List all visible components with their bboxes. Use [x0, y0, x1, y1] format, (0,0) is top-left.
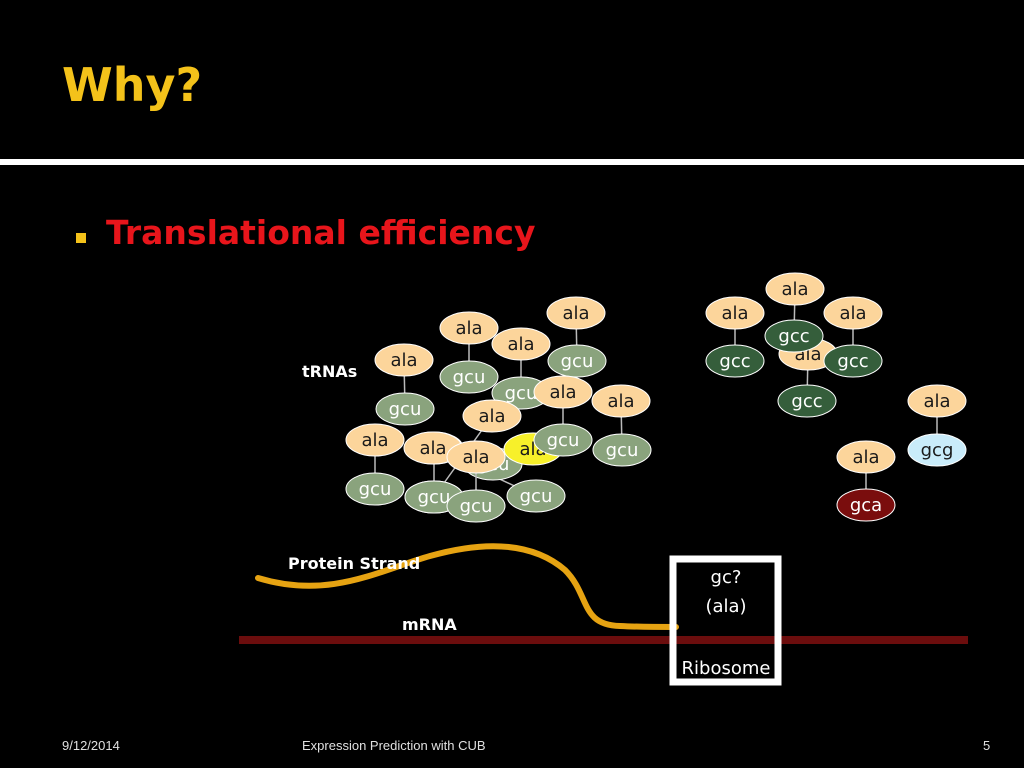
amino-acid-ellipse: [374, 343, 434, 377]
anticodon-label: gcu: [606, 440, 639, 461]
footer-title: Expression Prediction with CUB: [302, 738, 486, 753]
anticodon-ellipse: [592, 433, 652, 467]
anticodon-label: gcg: [921, 440, 954, 461]
amino-acid-ellipse: [446, 440, 506, 474]
amino-acid-ellipse: [765, 272, 825, 306]
amino-acid-ellipse: [533, 375, 593, 409]
anticodon-ellipse: [705, 344, 765, 378]
ribosome-codon: gc?: [711, 567, 742, 588]
amino-acid-label: ala: [478, 406, 505, 427]
anticodon-ellipse: [506, 479, 566, 513]
trna-molecule: gcu ala: [446, 440, 506, 523]
trnas-label: tRNAs: [302, 362, 358, 381]
amino-acid-ellipse: [823, 296, 883, 330]
amino-acid-label: ala: [839, 303, 866, 324]
trna-molecule: gcu ala: [591, 384, 652, 467]
anticodon-ellipse: [836, 488, 896, 522]
amino-acid-ellipse: [345, 423, 405, 457]
footer-date: 9/12/2014: [62, 738, 120, 753]
amino-acid-ellipse: [705, 296, 765, 330]
anticodon-ellipse: [446, 489, 506, 523]
slide-title: Why?: [62, 58, 203, 112]
amino-acid-label: ala: [507, 334, 534, 355]
anticodon-ellipse: [533, 423, 593, 457]
amino-acid-label: ala: [361, 430, 388, 451]
anticodon-ellipse: [375, 392, 435, 426]
amino-acid-label: ala: [390, 350, 417, 371]
trna-molecule: gcc ala: [764, 272, 825, 353]
anticodon-label: gcu: [389, 399, 422, 420]
amino-acid-ellipse: [462, 399, 522, 433]
anticodon-label: gcc: [778, 326, 809, 347]
ribosome-box: [669, 555, 782, 686]
mrna-strand: [239, 636, 968, 644]
anticodon-label: gcu: [561, 351, 594, 372]
trna-molecule: gcu ala: [439, 311, 499, 394]
anticodon-ellipse: [439, 360, 499, 394]
anticodon-ellipse: [764, 319, 824, 353]
trna-molecule: gcc ala: [705, 296, 765, 378]
anticodon-ellipse: [907, 433, 967, 467]
amino-acid-label: ala: [462, 447, 489, 468]
anticodon-label: gcc: [719, 351, 750, 372]
amino-acid-ellipse: [491, 327, 551, 361]
anticodon-ellipse: [547, 344, 607, 378]
trna-molecule: gca ala: [836, 440, 896, 522]
trna-molecule: gcu ala: [345, 423, 405, 506]
anticodon-ellipse: [345, 472, 405, 506]
anticodon-label: gcu: [547, 430, 580, 451]
trna-molecule: gcu ala: [491, 327, 551, 410]
anticodon-label: gcu: [505, 383, 538, 404]
protein-strand: [255, 543, 679, 630]
bullet-text: Translational efficiency: [106, 213, 536, 252]
amino-acid-label: ala: [923, 391, 950, 412]
anticodon-ellipse: [777, 384, 837, 418]
anticodon-label: gca: [850, 495, 882, 516]
anticodon-ellipse: [823, 344, 883, 378]
mrna-label: mRNA: [402, 615, 457, 634]
amino-acid-ellipse: [546, 296, 606, 330]
amino-acid-label: ala: [852, 447, 879, 468]
amino-acid-label: ala: [721, 303, 748, 324]
amino-acid-label: ala: [781, 279, 808, 300]
anticodon-label: gcc: [791, 391, 822, 412]
trna-molecule: gcu ala: [546, 296, 607, 378]
trna-molecule: gcu ala: [374, 343, 435, 426]
amino-acid-ellipse: [591, 384, 651, 418]
trna-molecule: gcu ala: [533, 375, 593, 457]
anticodon-label: gcu: [460, 496, 493, 517]
amino-acid-label: ala: [549, 382, 576, 403]
amino-acid-label: ala: [455, 318, 482, 339]
anticodon-label: gcc: [837, 351, 868, 372]
trna-molecule: gcc ala: [823, 296, 883, 378]
anticodon-label: gcu: [520, 486, 553, 507]
footer-page-number: 5: [983, 738, 991, 753]
amino-acid-ellipse: [907, 384, 967, 418]
anticodon-label: gcu: [359, 479, 392, 500]
protein-strand-label: Protein Strand: [288, 554, 421, 573]
amino-acid-label: ala: [562, 303, 589, 324]
amino-acid-ellipse: [836, 440, 896, 474]
anticodon-label: gcu: [418, 487, 451, 508]
anticodon-label: gcu: [453, 367, 486, 388]
amino-acid-label: ala: [419, 438, 446, 459]
ribosome-label: Ribosome: [682, 658, 771, 679]
bullet-square-icon: [76, 233, 86, 243]
ribosome-amino: (ala): [705, 596, 746, 617]
trna-molecules: gcualagcualagcualagcualagcualagcualagcua…: [345, 272, 967, 523]
amino-acid-ellipse: [439, 311, 499, 345]
title-divider: [0, 159, 1024, 165]
amino-acid-label: ala: [607, 391, 634, 412]
trna-molecule: gcg ala: [907, 384, 967, 467]
